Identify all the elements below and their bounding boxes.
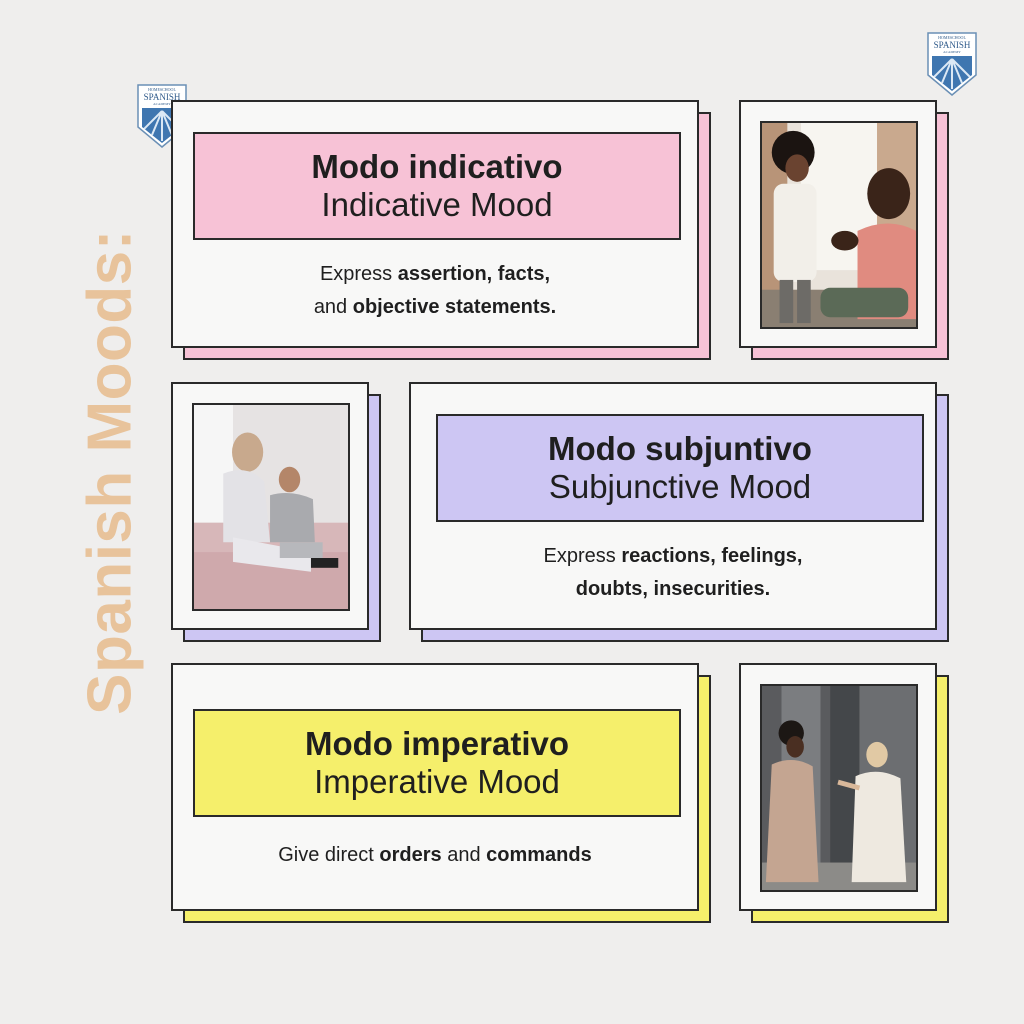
- subjunctive-photo-card: [171, 382, 381, 642]
- mood-description: Express reactions, feelings, doubts, inse…: [411, 540, 935, 606]
- mood-title-english: Subjunctive Mood: [548, 468, 812, 505]
- mood-description: Give direct orders and commands: [173, 839, 697, 872]
- svg-text:HOMESCHOOL: HOMESCHOOL: [938, 35, 966, 40]
- mood-title-spanish: Modo imperativo: [304, 725, 570, 763]
- indicative-card: Modo indicativo Indicative Mood Express …: [171, 100, 711, 360]
- mood-title-spanish: Modo indicativo: [311, 148, 563, 186]
- subjunctive-card: Modo subjuntivo Subjunctive Mood Express…: [409, 382, 949, 642]
- card-face: [739, 100, 937, 348]
- mood-title-spanish: Modo subjuntivo: [548, 430, 812, 468]
- couple-on-sofa-photo: [192, 403, 350, 611]
- mood-title-english: Indicative Mood: [321, 186, 553, 223]
- mood-title-box: Modo indicativo Indicative Mood: [193, 132, 681, 240]
- card-face: [171, 382, 369, 630]
- svg-text:HOMESCHOOL: HOMESCHOOL: [148, 87, 176, 92]
- svg-text:SPANISH: SPANISH: [934, 40, 971, 50]
- imperative-card: Modo imperativo Imperative Mood Give dir…: [171, 663, 711, 923]
- description-text: reactions, feelings,: [621, 545, 803, 567]
- two-women-talking-photo: [760, 684, 918, 892]
- description-text: objective statements.: [352, 296, 557, 318]
- mood-title-box: Modo subjuntivo Subjunctive Mood: [436, 414, 924, 522]
- indicative-photo-card: [739, 100, 949, 360]
- description-text: Express: [543, 545, 622, 567]
- description-text: and: [313, 296, 353, 318]
- description-text: assertion, facts,: [397, 263, 551, 285]
- description-text: doubts, insecurities.: [575, 578, 771, 600]
- man-and-child-photo: [760, 121, 918, 329]
- mood-description: Express assertion, facts, and objective s…: [173, 258, 697, 324]
- card-face: Modo indicativo Indicative Mood Express …: [171, 100, 699, 348]
- mood-title-english: Imperative Mood: [314, 763, 560, 800]
- card-face: [739, 663, 937, 911]
- svg-text:ACADEMY: ACADEMY: [153, 102, 171, 106]
- description-text: and: [441, 844, 487, 866]
- description-text: commands: [486, 844, 592, 866]
- card-face: Modo imperativo Imperative Mood Give dir…: [171, 663, 699, 911]
- page-title: Spanish Moods:: [75, 229, 145, 715]
- card-face: Modo subjuntivo Subjunctive Mood Express…: [409, 382, 937, 630]
- academy-logo: HOMESCHOOL SPANISH ACADEMY: [926, 31, 978, 97]
- description-text: Give direct: [278, 844, 380, 866]
- description-text: orders: [379, 844, 442, 866]
- imperative-photo-card: [739, 663, 949, 923]
- svg-text:ACADEMY: ACADEMY: [943, 50, 961, 54]
- description-text: Express: [319, 263, 398, 285]
- svg-text:SPANISH: SPANISH: [144, 92, 181, 102]
- mood-title-box: Modo imperativo Imperative Mood: [193, 709, 681, 817]
